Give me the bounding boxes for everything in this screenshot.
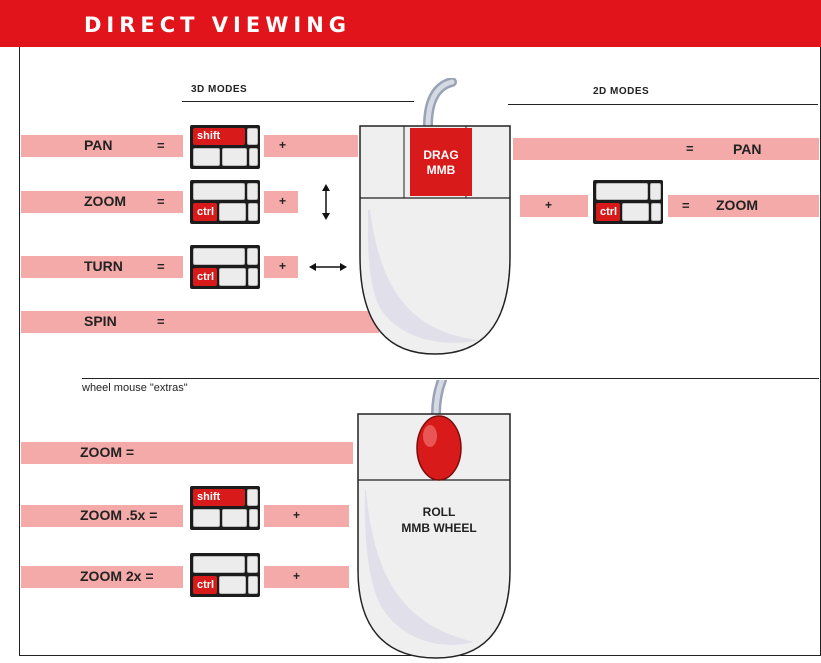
band-pan-left xyxy=(21,135,183,157)
key xyxy=(247,128,258,145)
key xyxy=(249,148,258,166)
band-zoom-double-mid xyxy=(264,566,349,588)
ctrl-key: ctrl xyxy=(193,268,217,286)
header-3d-rule xyxy=(182,101,414,102)
plus-zoom-2d: + xyxy=(545,198,553,212)
shift-key: shift xyxy=(193,128,245,145)
key xyxy=(193,556,245,573)
ctrl-key-cluster: ctrl xyxy=(190,553,260,597)
plus-zoom-double: + xyxy=(293,569,301,583)
equals-pan-3d: = xyxy=(157,138,165,153)
shift-key-cluster: shift xyxy=(190,125,260,169)
ctrl-key: ctrl xyxy=(193,203,217,221)
key xyxy=(248,576,258,594)
key xyxy=(193,148,220,166)
band-turn-left xyxy=(21,256,183,278)
scroll-wheel xyxy=(416,415,462,481)
key xyxy=(193,248,245,265)
header-3d-modes: 3D MODES xyxy=(191,84,248,95)
band-spin xyxy=(21,311,379,333)
mouse-bottom-label: ROLL MMB WHEEL xyxy=(369,504,509,536)
shift-key: shift xyxy=(193,489,245,506)
key xyxy=(247,248,258,265)
header-2d-modes: 2D MODES xyxy=(593,86,650,97)
equals-zoom-3d: = xyxy=(157,194,165,209)
drag-text: DRAG xyxy=(423,148,459,162)
key xyxy=(222,509,247,527)
ctrl-key: ctrl xyxy=(596,203,620,221)
band-turn-mid xyxy=(264,256,298,278)
key xyxy=(248,203,258,221)
mouse-top-illustration xyxy=(359,78,511,355)
page-title: DIRECT VIEWING xyxy=(84,13,352,37)
band-zoom-2d-right xyxy=(668,195,819,217)
label-pan-3d: PAN xyxy=(84,137,113,153)
shift-key-cluster: shift xyxy=(190,486,260,530)
key xyxy=(193,509,220,527)
mouse-top-label: DRAG MMB xyxy=(410,148,472,178)
key xyxy=(651,203,661,221)
plus-zoom-3d: + xyxy=(279,194,287,208)
plus-pan-3d: + xyxy=(279,138,287,152)
title-bar xyxy=(0,0,821,47)
label-spin-3d: SPIN xyxy=(84,313,117,329)
key xyxy=(622,203,649,221)
ctrl-key-cluster: ctrl xyxy=(593,180,663,224)
label-zoom-double: ZOOM 2x = xyxy=(80,568,154,584)
label-zoom-3d: ZOOM xyxy=(84,193,126,209)
band-wheel-zoom xyxy=(21,442,353,464)
band-pan-2d xyxy=(513,138,819,160)
equals-spin-3d: = xyxy=(157,314,165,329)
key xyxy=(247,183,258,200)
label-wheel-zoom: ZOOM = xyxy=(80,444,135,460)
equals-pan-2d: = xyxy=(686,141,694,156)
label-zoom-2d: ZOOM xyxy=(716,197,758,213)
plus-turn-3d: + xyxy=(279,259,287,273)
key xyxy=(219,576,246,594)
key xyxy=(247,489,258,506)
key xyxy=(193,183,245,200)
band-zoom-2d-left xyxy=(520,195,588,217)
vertical-arrow-icon xyxy=(322,184,330,220)
band-zoom-left xyxy=(21,191,183,213)
key xyxy=(222,148,247,166)
key xyxy=(650,183,661,200)
mmb-wheel-text: MMB WHEEL xyxy=(401,521,477,535)
key xyxy=(219,203,246,221)
band-zoom-double-left xyxy=(21,566,183,588)
ctrl-key: ctrl xyxy=(193,576,217,594)
ctrl-key-cluster: ctrl xyxy=(190,180,260,224)
band-pan-mid xyxy=(264,135,358,157)
label-turn-3d: TURN xyxy=(84,258,123,274)
key xyxy=(249,509,258,527)
band-zoom-half-left xyxy=(21,505,183,527)
key xyxy=(596,183,648,200)
key xyxy=(248,268,258,286)
equals-turn-3d: = xyxy=(157,259,165,274)
equals-zoom-2d: = xyxy=(682,198,690,213)
header-2d-rule xyxy=(508,104,818,105)
plus-zoom-half: + xyxy=(293,508,301,522)
mouse-bottom-illustration xyxy=(357,380,511,659)
roll-text: ROLL xyxy=(422,505,456,519)
ctrl-key-cluster: ctrl xyxy=(190,245,260,289)
horizontal-arrow-icon xyxy=(309,263,347,271)
band-zoom-mid xyxy=(264,191,298,213)
label-pan-2d: PAN xyxy=(733,141,762,157)
middle-mouse-button xyxy=(410,128,472,196)
key xyxy=(219,268,246,286)
band-zoom-half-mid xyxy=(264,505,349,527)
label-zoom-half: ZOOM .5x = xyxy=(80,507,158,523)
section-divider xyxy=(82,378,819,379)
key xyxy=(247,556,258,573)
mmb-text: MMB xyxy=(426,163,456,177)
wheel-extras-caption: wheel mouse "extras" xyxy=(82,382,188,394)
